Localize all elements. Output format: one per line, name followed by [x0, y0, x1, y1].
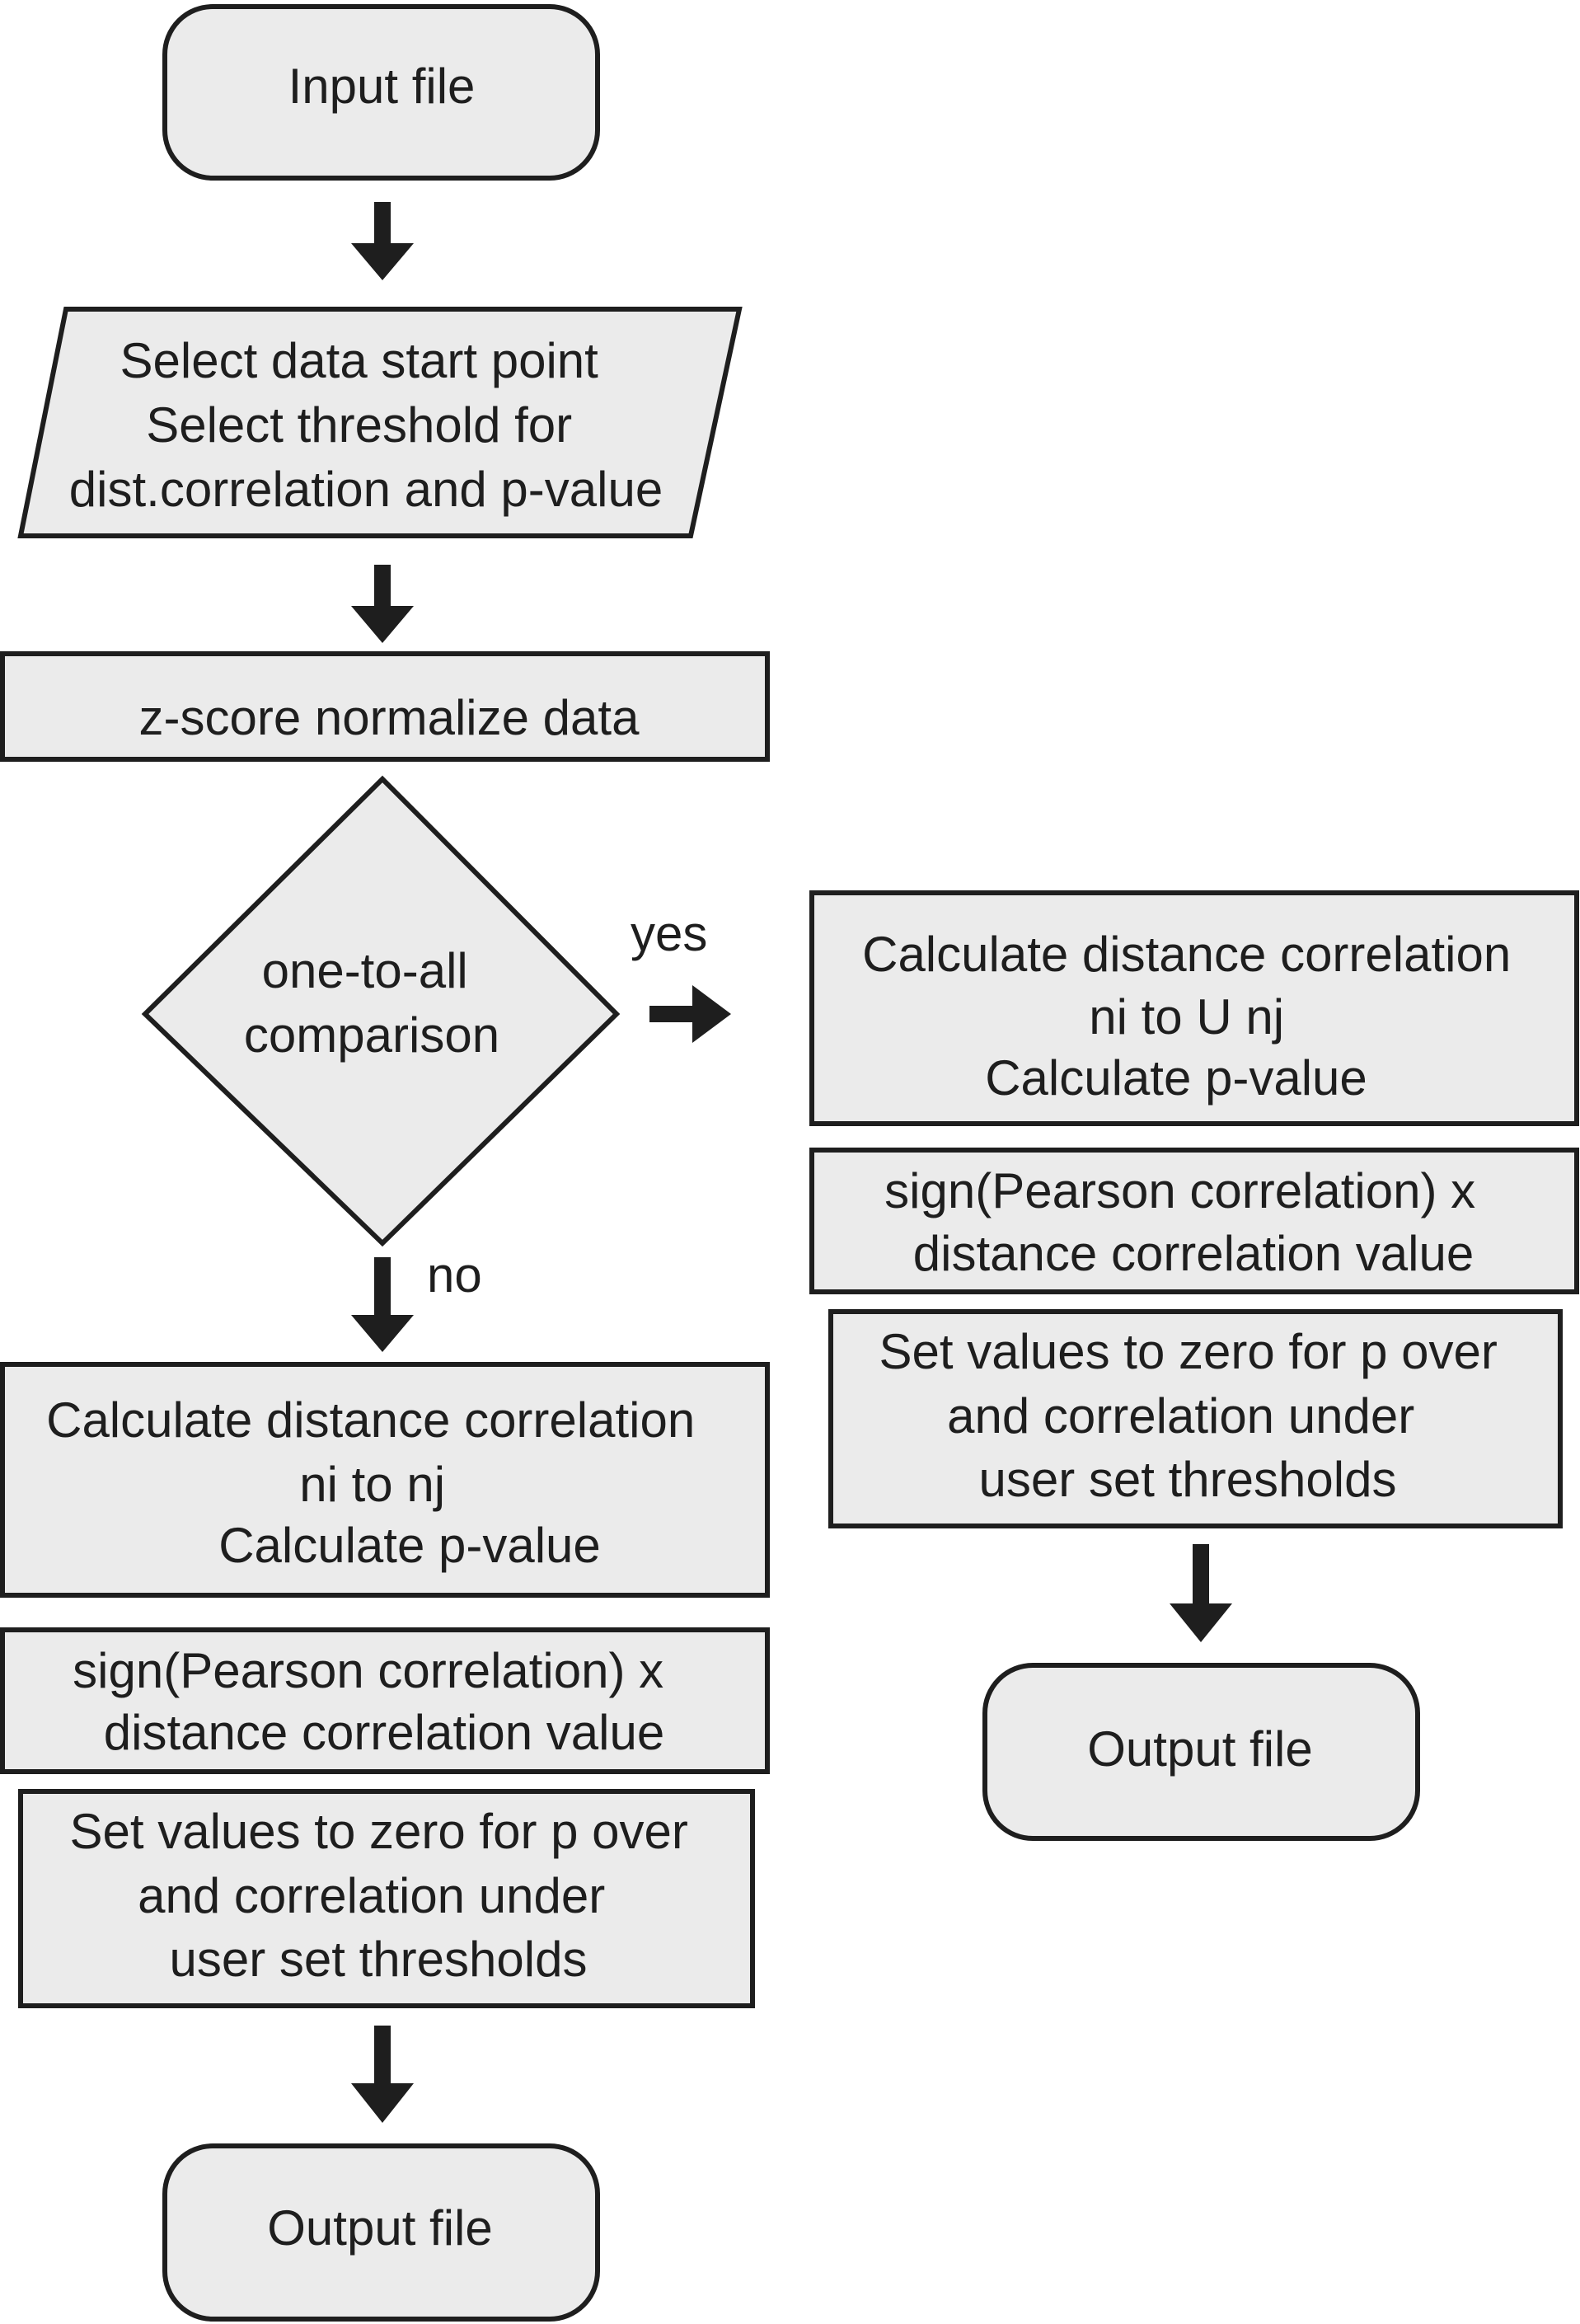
right-output-node: [982, 1663, 1420, 1841]
left-calc-node: [0, 1362, 770, 1598]
left-calc-line: Calculate distance correlation: [46, 1392, 695, 1448]
right-calc-line: ni to U nj: [1089, 989, 1284, 1045]
left-calc-line: ni to nj: [299, 1457, 445, 1512]
left-output-node: [162, 2143, 600, 2322]
decision-text: one-to-all comparison: [244, 943, 499, 1063]
input-file-text: Input file: [288, 59, 476, 114]
input-file-line: Input file: [288, 59, 476, 114]
left-sign-line: distance correlation value: [104, 1705, 664, 1760]
zscore-line: z-score normalize data: [139, 690, 640, 745]
right-calc-node: [809, 890, 1579, 1126]
right-zero-text: Set values to zero for p over and correl…: [879, 1324, 1511, 1507]
right-output-text: Output file: [1087, 1721, 1313, 1777]
arrow-left-zero-to-output: [351, 2026, 414, 2123]
decision-node: [141, 775, 621, 1247]
arrows: [351, 202, 1232, 2123]
right-zero-line: user set thresholds: [979, 1452, 1397, 1507]
input-file-node: [162, 4, 600, 181]
decision-line: one-to-all: [262, 943, 468, 998]
left-calc-text: Calculate distance correlation ni to nj …: [46, 1392, 709, 1573]
arrow-right-zero-to-output: [1170, 1544, 1232, 1642]
right-calc-text: Calculate distance correlation ni to U n…: [862, 927, 1525, 1106]
arrow-input-to-select: [351, 202, 414, 280]
left-zero-line: user set thresholds: [170, 1932, 588, 1987]
edge-label-no: no: [427, 1247, 482, 1303]
select-params-node: [17, 307, 743, 538]
left-sign-node: [0, 1627, 770, 1774]
left-zero-node: [18, 1789, 755, 2008]
right-zero-node: [828, 1309, 1563, 1528]
right-calc-line: Calculate p-value: [985, 1050, 1367, 1106]
left-sign-line: sign(Pearson correlation) x: [73, 1643, 663, 1698]
right-sign-text: sign(Pearson correlation) x distance cor…: [884, 1163, 1489, 1281]
select-params-line: Select data start point: [120, 333, 598, 388]
right-zero-line: Set values to zero for p over: [879, 1324, 1497, 1379]
left-zero-line: Set values to zero for p over: [69, 1804, 687, 1859]
arrow-select-to-zscore: [351, 565, 414, 643]
decision-line: comparison: [244, 1007, 499, 1063]
zscore-text: z-score normalize data: [139, 690, 640, 745]
right-sign-node: [809, 1148, 1579, 1294]
right-sign-line: distance correlation value: [913, 1226, 1474, 1281]
right-calc-line: Calculate distance correlation: [862, 927, 1511, 982]
left-sign-text: sign(Pearson correlation) x distance cor…: [73, 1643, 677, 1760]
select-params-line: Select threshold for: [146, 397, 572, 453]
left-zero-text: Set values to zero for p over and correl…: [69, 1804, 701, 1987]
select-params-text: Select data start point Select threshold…: [69, 333, 663, 517]
left-output-text: Output file: [267, 2200, 493, 2256]
arrow-decision-no: [351, 1257, 414, 1352]
edge-label-yes: yes: [631, 906, 707, 961]
right-zero-line: and correlation under: [947, 1388, 1414, 1444]
select-params-line: dist.correlation and p-value: [69, 462, 663, 517]
arrow-decision-yes: [649, 985, 731, 1043]
left-calc-line: Calculate p-value: [218, 1518, 601, 1573]
right-output-line: Output file: [1087, 1721, 1313, 1777]
zscore-node: [0, 651, 770, 762]
left-zero-line: and correlation under: [138, 1868, 605, 1923]
right-sign-line: sign(Pearson correlation) x: [884, 1163, 1475, 1218]
left-output-line: Output file: [267, 2200, 493, 2256]
